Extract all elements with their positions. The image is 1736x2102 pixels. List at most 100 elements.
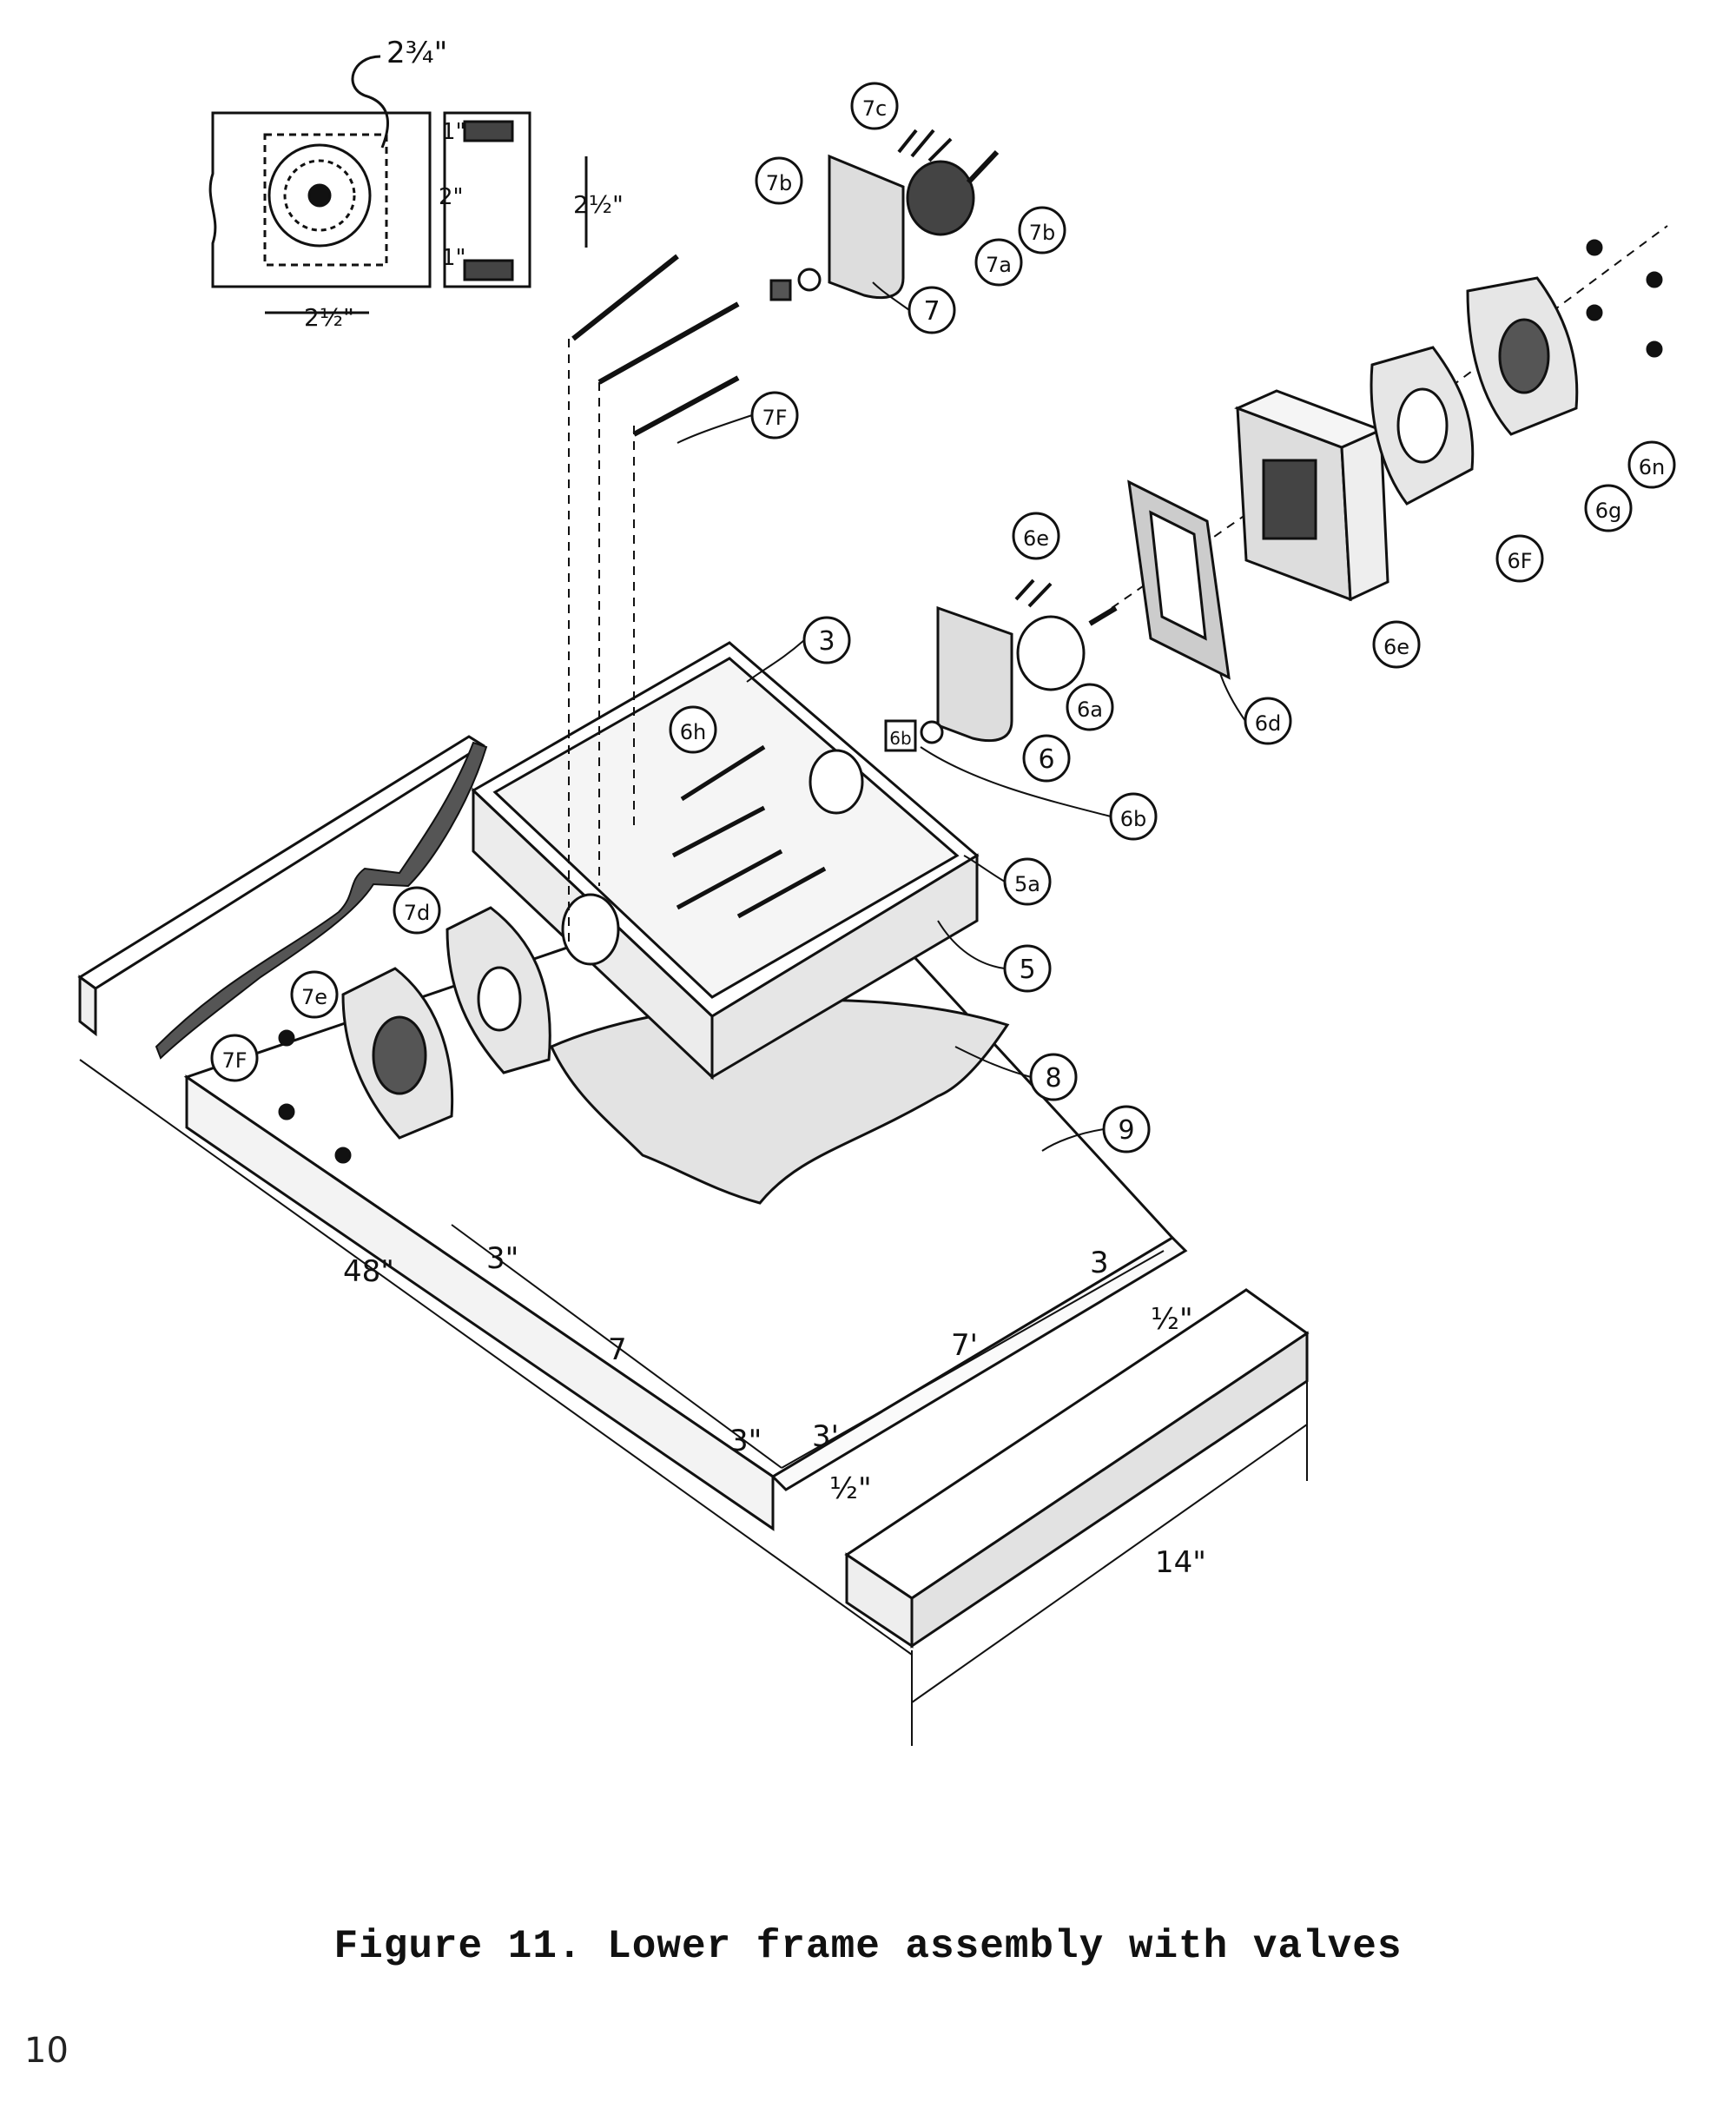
dim-gap-front: ½" — [829, 1471, 872, 1506]
upper-bolts-7f — [571, 254, 740, 437]
dim-middle: 2" — [439, 184, 464, 210]
svg-text:5a: 5a — [1014, 872, 1040, 896]
callout-3: 3 — [802, 616, 851, 664]
screw-7c-2 — [910, 129, 935, 158]
callout-6n: 6n — [1627, 440, 1676, 489]
main-board-9-front — [185, 1074, 775, 1531]
spacing-4: 3' — [812, 1419, 839, 1454]
lower-frame-assembly-diagram: 2¾" 1" 2" 1" 2½" 2½" 48" 14" ½" ½" 3" 7 … — [77, 36, 1676, 1746]
page-number: 10 — [24, 2031, 69, 2071]
dim-14-line — [911, 1424, 1308, 1703]
svg-text:6n: 6n — [1639, 455, 1665, 479]
callout-6b: 6b — [1109, 792, 1158, 841]
callout-leaders — [677, 281, 1246, 1152]
callout-6e: 6e — [1372, 620, 1421, 669]
callout-7d: 7d — [393, 886, 441, 935]
screw-7b — [966, 149, 1000, 185]
svg-text:7: 7 — [923, 296, 940, 327]
box-back-port — [809, 749, 864, 815]
dim-width: 2½" — [304, 303, 354, 332]
screw-6e-1 — [1014, 578, 1035, 601]
svg-text:7e: 7e — [301, 985, 327, 1009]
svg-text:8: 8 — [1045, 1063, 1061, 1094]
svg-text:6g: 6g — [1595, 499, 1622, 523]
svg-text:6b: 6b — [1120, 807, 1147, 831]
callout-7f-bolts: 7F — [750, 391, 799, 440]
bolt-7f-2 — [278, 1103, 295, 1120]
svg-text:5: 5 — [1019, 955, 1035, 985]
plate-6 — [936, 605, 1013, 743]
flap-7a — [906, 160, 975, 236]
filter-mesh — [1262, 459, 1317, 540]
dim-48-line — [79, 1059, 913, 1656]
nut-6n-1 — [1586, 239, 1603, 256]
dim-height: 2½" — [573, 190, 624, 219]
svg-text:9: 9 — [1118, 1115, 1134, 1146]
spacing-6: 3 — [1090, 1246, 1109, 1280]
box-left-port — [561, 893, 620, 966]
svg-text:6b: 6b — [889, 728, 911, 749]
callout-5a: 5a — [1003, 857, 1052, 906]
svg-text:7F: 7F — [221, 1048, 247, 1073]
spacing-1: 3" — [486, 1241, 518, 1276]
svg-text:6d: 6d — [1255, 711, 1282, 736]
callout-6: 6 — [1022, 734, 1071, 783]
box-front-5 — [710, 853, 979, 1080]
callout-6e-screws: 6e — [1012, 512, 1060, 560]
dim-bottom: 1" — [441, 245, 466, 271]
svg-text:6: 6 — [1038, 744, 1054, 775]
svg-text:7b: 7b — [766, 171, 793, 195]
screw-6b — [1088, 605, 1118, 626]
washer-6b-ring — [920, 720, 944, 744]
valve-6-group — [888, 239, 1663, 748]
board-dimension-labels: 48" 14" ½" ½" 3" 7 3" 3' 7' 3 — [343, 1241, 1206, 1580]
svg-text:7d: 7d — [404, 901, 431, 925]
callout-7c: 7c — [850, 82, 899, 130]
dim-overall: 2¾" — [386, 36, 447, 70]
bolt-7f-3 — [334, 1147, 352, 1164]
inset-center-hub — [307, 183, 332, 208]
callout-7f-board: 7F — [210, 1034, 259, 1082]
spacing-5: 7' — [951, 1328, 978, 1363]
dim-row-front — [451, 1224, 782, 1469]
svg-text:6e: 6e — [1383, 635, 1409, 659]
housing-6g-hole — [1498, 318, 1550, 394]
svg-text:3: 3 — [818, 626, 835, 657]
filter-block-6e-side — [1340, 427, 1389, 602]
inset-plate-outline — [263, 133, 388, 267]
callout-8: 8 — [1029, 1053, 1078, 1101]
callout-7b-left: 7b — [755, 156, 803, 205]
callout-6d: 6d — [1244, 697, 1292, 745]
callout-6f: 6F — [1495, 534, 1544, 583]
dimension-lines — [79, 1059, 1308, 1746]
dim-gap-right: ½" — [1151, 1302, 1193, 1337]
callout-6g: 6g — [1584, 484, 1633, 532]
nut-6n-3 — [1586, 304, 1603, 321]
flange-6f-hole — [1396, 387, 1449, 464]
housing-7e-hole — [372, 1015, 427, 1095]
svg-text:7c: 7c — [862, 96, 887, 121]
washer-7b-ring — [797, 268, 822, 292]
svg-text:6e: 6e — [1023, 526, 1049, 551]
svg-text:6F: 6F — [1507, 549, 1532, 573]
dim-row-right — [781, 1250, 1165, 1469]
spacing-3: 3" — [729, 1424, 762, 1458]
inset-dashed-circle — [283, 159, 356, 232]
nut-6n-2 — [1646, 271, 1663, 288]
svg-text:7a: 7a — [986, 253, 1012, 277]
gasket-7d-hole — [477, 966, 522, 1032]
inset-leader — [351, 55, 389, 149]
svg-text:6h: 6h — [680, 720, 706, 744]
detail-inset — [208, 55, 588, 314]
svg-text:6a: 6a — [1077, 697, 1103, 722]
part-callouts: 3 5 5a 6 6a 6b 6b 6d 6e 6e 6F 6g 6h 6n 7… — [210, 82, 1676, 1153]
dim-length: 48" — [343, 1254, 394, 1289]
screw-7c-1 — [897, 129, 918, 154]
flap-6a — [1016, 615, 1086, 691]
spacing-2: 7 — [608, 1332, 627, 1367]
callout-6a: 6a — [1066, 683, 1114, 731]
left-rail-front — [78, 975, 97, 1037]
callout-5: 5 — [1003, 944, 1052, 993]
callout-7b-right: 7b — [1018, 206, 1066, 254]
screw-7c-3 — [927, 137, 953, 162]
